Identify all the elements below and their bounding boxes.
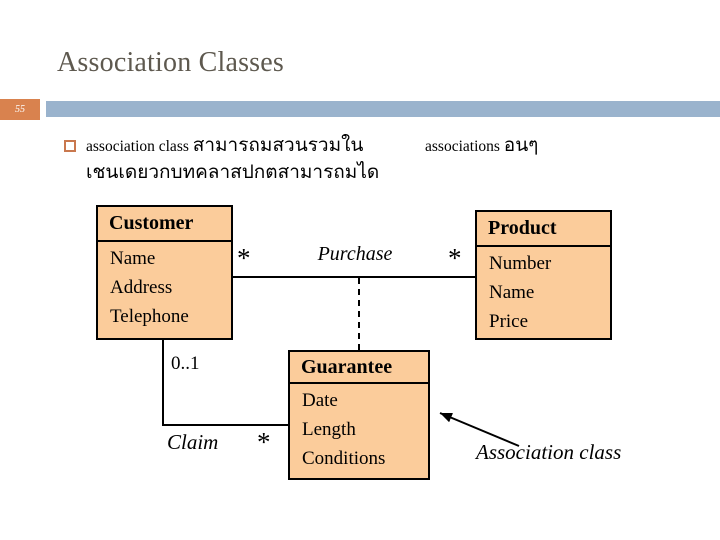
- bullet-thai-2: อนๆ: [503, 135, 539, 156]
- attribute: Name: [489, 282, 535, 303]
- bullet-latin-2: associations: [425, 138, 504, 155]
- class-box-product: Product Number Name Price: [475, 210, 612, 340]
- bullet-latin-1: association class: [86, 138, 193, 155]
- bullet-text-line1: association class สามารถมสวนรวมใน: [86, 133, 363, 160]
- class-name-product: Product: [477, 212, 610, 247]
- slide-number: 55: [15, 104, 25, 115]
- attribute: Conditions: [302, 448, 386, 469]
- attribute: Length: [302, 419, 356, 440]
- multiplicity-product-side: *: [448, 243, 462, 273]
- class-attributes-guarantee: Date Length Conditions: [290, 384, 428, 473]
- multiplicity-claim-guarantee-side: *: [257, 427, 271, 457]
- class-name-guarantee: Guarantee: [290, 352, 428, 384]
- attribute: Address: [110, 277, 173, 298]
- attribute: Number: [489, 253, 552, 274]
- attribute: Telephone: [110, 306, 189, 327]
- bullet-thai-1: สามารถมสวนรวมใน: [192, 135, 364, 156]
- slide-number-badge: 55: [0, 99, 40, 120]
- association-name-claim: Claim: [167, 430, 219, 454]
- association-name-purchase: Purchase: [317, 243, 393, 265]
- class-attributes-product: Number Name Price: [477, 247, 610, 336]
- class-box-customer: Customer Name Address Telephone: [96, 205, 233, 340]
- multiplicity-customer-side: *: [237, 243, 251, 273]
- bullet-square-icon: [64, 140, 76, 152]
- class-name-customer: Customer: [98, 207, 231, 242]
- slide-title: Association Classes: [57, 47, 285, 78]
- association-class-note: Association class: [476, 440, 622, 464]
- class-attributes-customer: Name Address Telephone: [98, 242, 231, 331]
- multiplicity-claim-customer-side: 0..1: [171, 353, 200, 374]
- attribute: Price: [489, 311, 529, 332]
- attribute: Date: [302, 390, 338, 411]
- header-band: [46, 101, 720, 117]
- class-box-guarantee: Guarantee Date Length Conditions: [288, 350, 430, 480]
- bullet-text-line2: เชนเดยวกบทคลาสปกตสามารถมได: [86, 162, 380, 183]
- attribute: Name: [110, 248, 156, 269]
- bullet-text-line1-right: associations อนๆ: [425, 133, 538, 160]
